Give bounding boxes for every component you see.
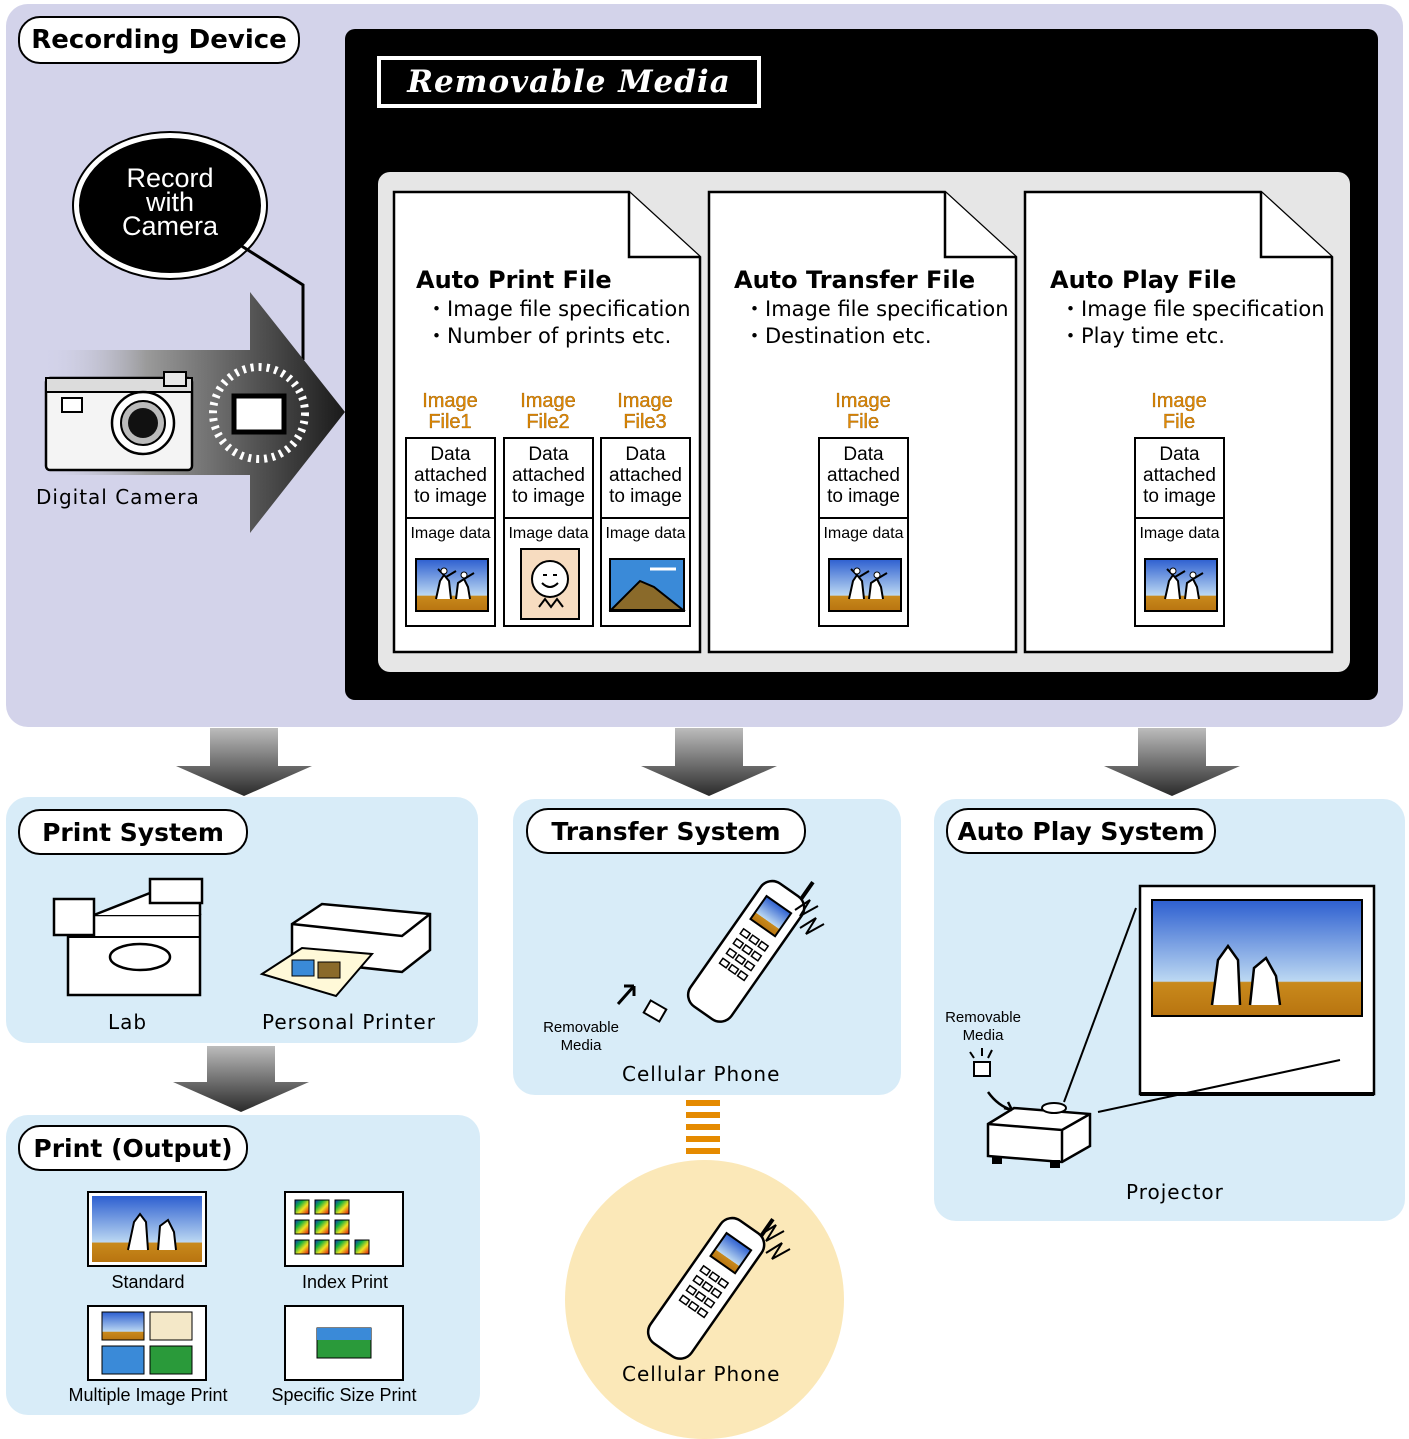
removable-media-title: Removable Media	[407, 64, 731, 100]
arrow-down-icon	[1104, 728, 1240, 796]
auto-transfer-bullet-2: ・Destination etc.	[744, 324, 932, 348]
digital-camera-label: Digital Camera	[36, 485, 200, 509]
bubble-line-3: Camera	[121, 211, 219, 241]
record-bubble: Record with Camera	[74, 133, 266, 278]
auto-play-bullet-1: ・Image file specification	[1060, 297, 1325, 321]
index-print-label: Index Print	[301, 1272, 389, 1292]
auto-play-system-title: Auto Play System	[946, 808, 1216, 854]
remote-phone-label: Cellular Phone	[622, 1362, 781, 1386]
auto-play-file-title: Auto Play File	[1050, 266, 1237, 294]
specific-size-print-label: Specific Size Print	[271, 1385, 417, 1405]
auto-play-media-card-icon	[969, 1048, 1014, 1112]
arrow-down-icon	[641, 728, 777, 796]
memory-card-icon	[209, 363, 309, 463]
multiple-image-print-label: Multiple Image Print	[68, 1385, 228, 1405]
lab-machine-icon	[52, 877, 204, 997]
auto-print-file-title: Auto Print File	[416, 266, 612, 294]
lab-label: Lab	[108, 1010, 148, 1034]
auto-transfer-file-title: Auto Transfer File	[734, 266, 976, 294]
auto-print-bullet-1: ・Image file specification	[426, 297, 691, 321]
cellular-phone-icon	[686, 879, 825, 1023]
projector-label: Projector	[1126, 1180, 1224, 1204]
specific-size-print-icon	[284, 1305, 404, 1381]
print-system-title: Print System	[18, 809, 248, 855]
image-file1-image-label: Image data	[410, 525, 491, 542]
recording-device-title: Recording Device	[18, 16, 300, 64]
print-output-title: Print (Output)	[18, 1125, 248, 1171]
digital-camera-icon	[44, 371, 194, 472]
mountain-photo-icon	[608, 558, 686, 612]
transfer-phone-label: Cellular Phone	[622, 1062, 781, 1086]
transfer-connector	[686, 1100, 720, 1154]
projector-icon	[986, 1102, 1092, 1168]
standard-print-icon	[87, 1191, 207, 1267]
auto-print-bullet-2: ・Number of prints etc.	[426, 324, 672, 348]
auto-play-bullet-2: ・Play time etc.	[1060, 324, 1225, 348]
arrow-down-icon	[173, 1046, 309, 1112]
remote-cellular-phone-icon	[646, 1216, 791, 1360]
removable-media-title-box: Removable Media	[377, 56, 761, 108]
auto-transfer-bullet-1: ・Image file specification	[744, 297, 1009, 321]
bubble-line-2: with	[145, 187, 194, 217]
transfer-image-label: Image data	[823, 525, 904, 542]
bubble-line-1: Record	[126, 163, 214, 193]
personal-printer-icon	[259, 902, 432, 998]
play-image-label: Image data	[1139, 525, 1220, 542]
standard-label: Standard	[111, 1272, 185, 1292]
index-print-icon	[284, 1191, 404, 1267]
arrow-down-icon	[176, 728, 312, 796]
transfer-system-title: Transfer System	[526, 808, 806, 854]
personal-printer-label: Personal Printer	[262, 1010, 436, 1034]
image-file2-image-label: Image data	[508, 525, 589, 542]
removable-media-card-icon	[616, 984, 668, 1023]
portrait-photo-icon	[520, 548, 580, 620]
image-file3-image-label: Image data	[605, 525, 686, 542]
multiple-image-print-icon	[87, 1305, 207, 1381]
